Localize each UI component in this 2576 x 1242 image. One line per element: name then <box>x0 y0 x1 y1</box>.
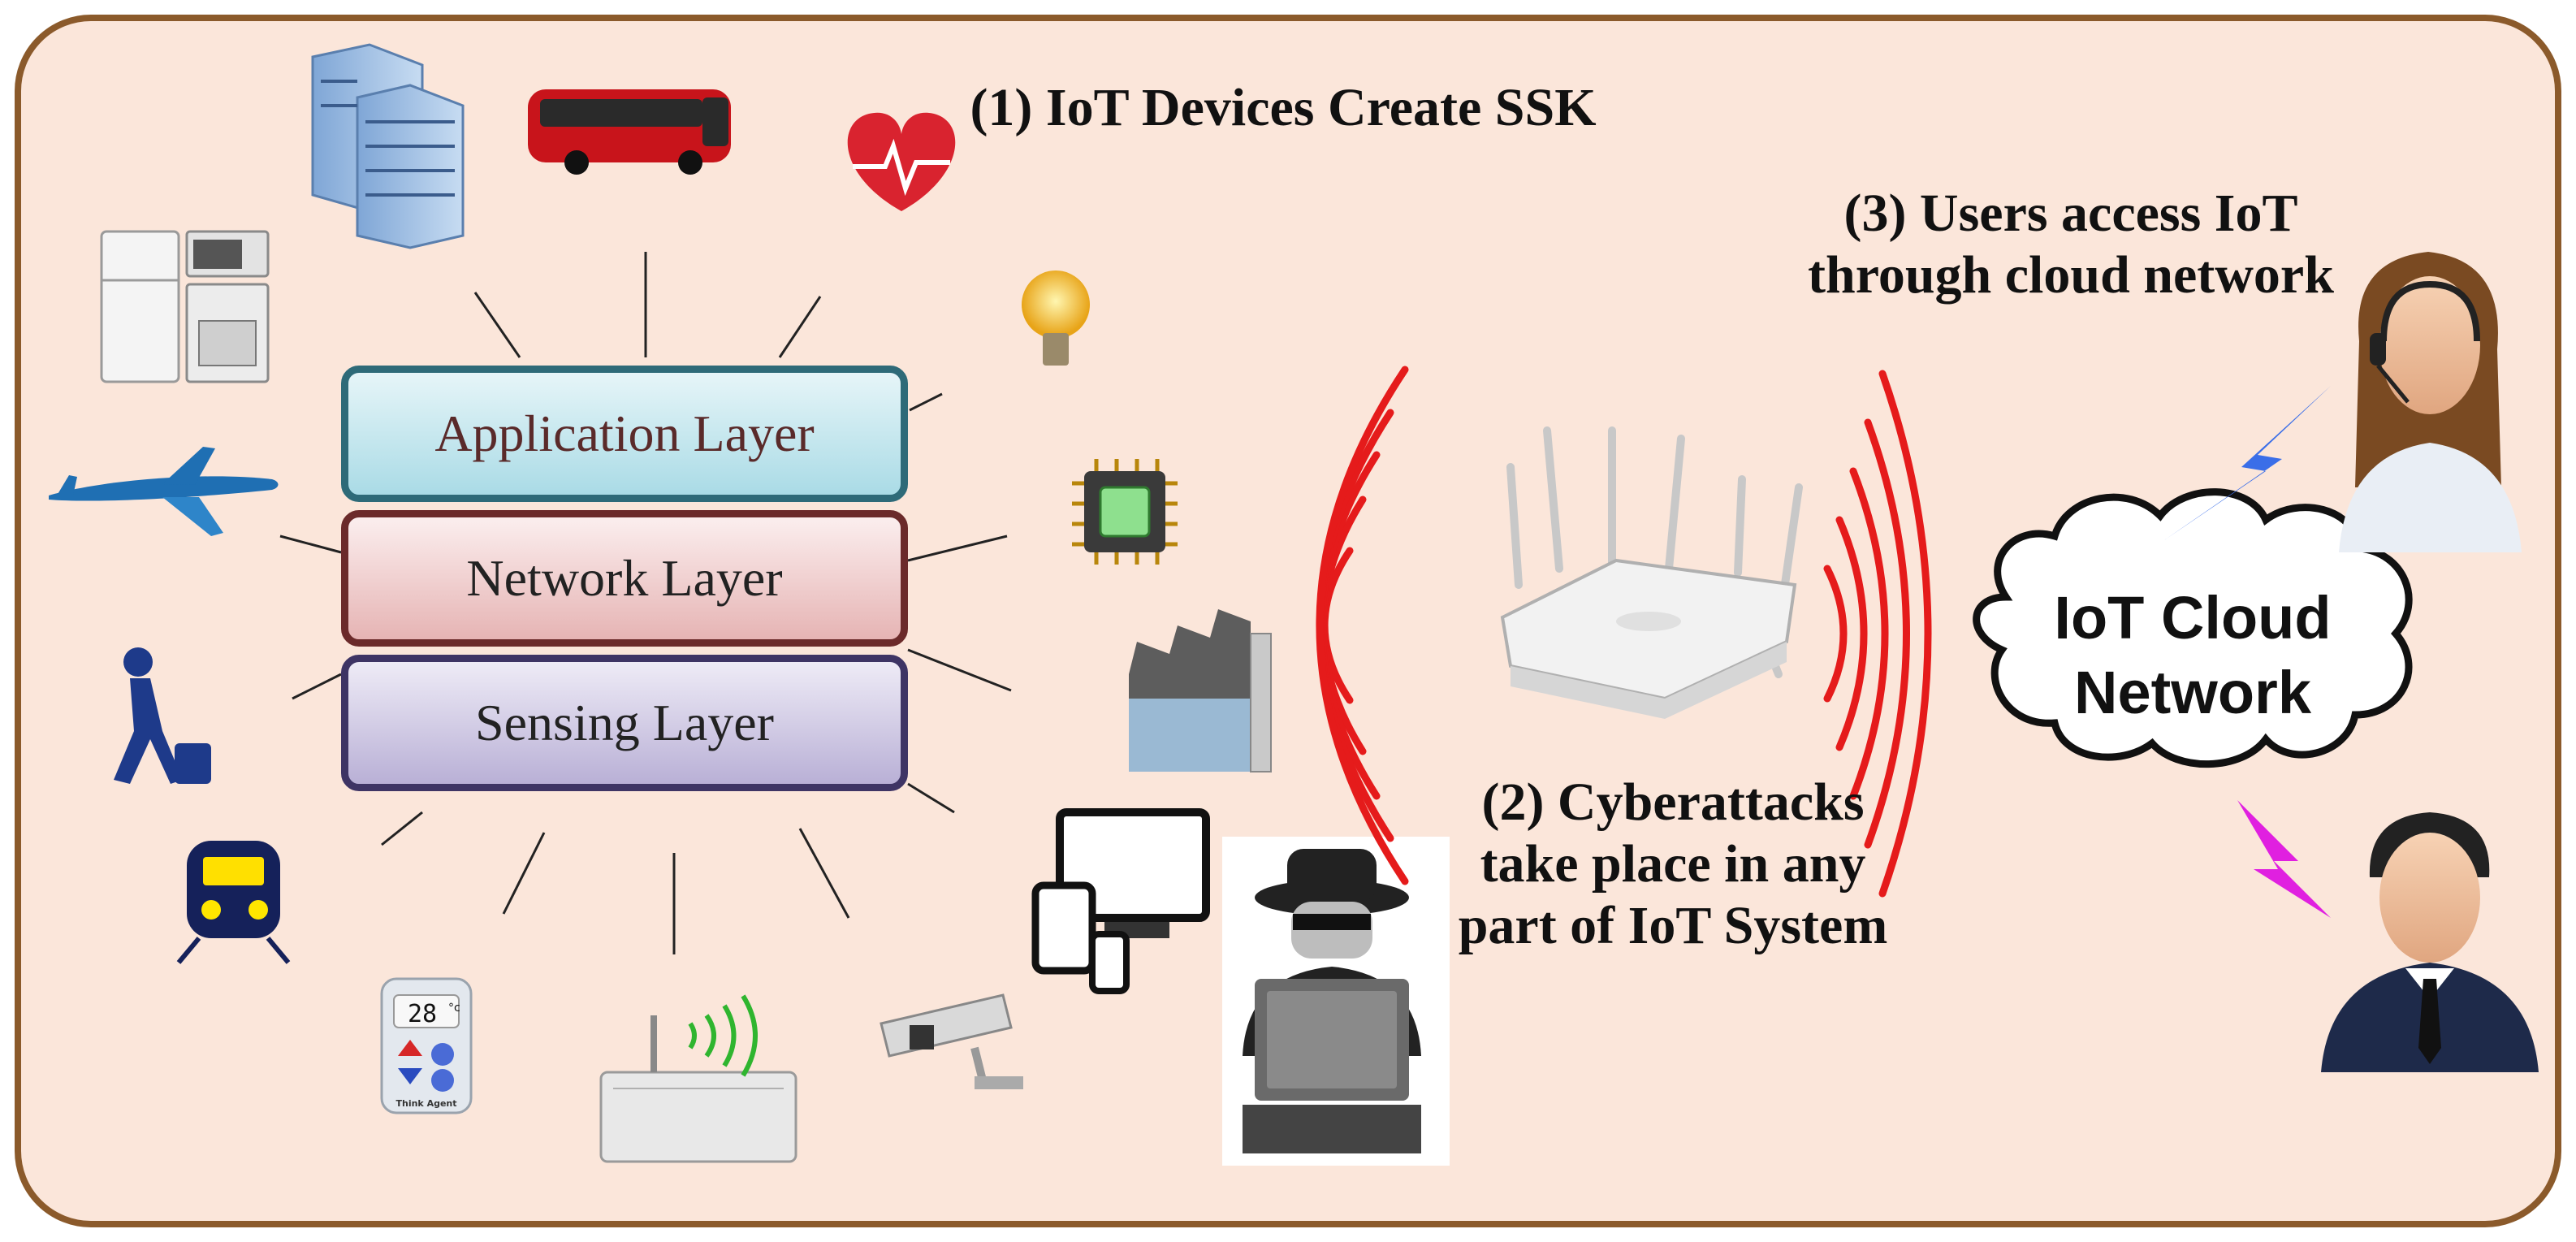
signal-waves <box>1316 366 1932 898</box>
application-layer-label: Application Layer <box>434 405 815 462</box>
thermostat-unit: °c <box>448 1002 460 1015</box>
light-bulb-icon <box>1022 270 1090 366</box>
connector-lines <box>279 252 1012 954</box>
security-camera-icon <box>880 993 1023 1089</box>
step-3-label: (3) Users access IoT through cloud netwo… <box>1808 184 2334 305</box>
network-layer-box: Network Layer <box>341 510 908 647</box>
cloud-shape <box>1973 488 2413 768</box>
office-buildings-icon <box>311 43 465 249</box>
wifi-router-icon <box>599 994 797 1163</box>
traveler-icon <box>114 647 211 784</box>
sensing-layer-label: Sensing Layer <box>475 694 774 751</box>
cloud-label: IoT Cloud Network <box>1973 581 2412 730</box>
support-agent-icon <box>2339 252 2522 552</box>
hacker-icon <box>1222 837 1450 1166</box>
cloud-label-line-1: IoT Cloud <box>2054 584 2332 651</box>
airplane-icon <box>49 447 279 536</box>
factory-icon <box>1129 609 1272 772</box>
heart-rate-icon <box>847 112 956 211</box>
network-layer-label: Network Layer <box>466 549 783 607</box>
devices-icon <box>1031 808 1210 994</box>
step-1-label: (1) IoT Devices Create SSK <box>970 78 1597 137</box>
cpu-chip-icon <box>1072 459 1178 565</box>
application-layer-box: Application Layer <box>341 366 908 502</box>
train-icon <box>176 841 291 964</box>
central-router-icon <box>1500 426 1803 719</box>
lightning-bolt-bottom <box>2237 800 2331 918</box>
step-2-label: (2) Cyberattacks take place in any part … <box>1458 772 1888 955</box>
thermostat-reading: 28 <box>408 1000 437 1028</box>
thermostat-brand: Think Agent <box>395 1098 456 1109</box>
bus-icon <box>528 89 731 175</box>
businessman-icon <box>2321 812 2539 1072</box>
thermostat-icon: 28 °c Think Agent <box>380 977 473 1114</box>
cloud-label-line-2: Network <box>2074 659 2311 726</box>
sensing-layer-box: Sensing Layer <box>341 655 908 791</box>
lightning-bolt-top <box>2164 386 2331 540</box>
kitchen-appliances-icon <box>100 230 270 383</box>
diagram-frame <box>15 15 2561 1227</box>
